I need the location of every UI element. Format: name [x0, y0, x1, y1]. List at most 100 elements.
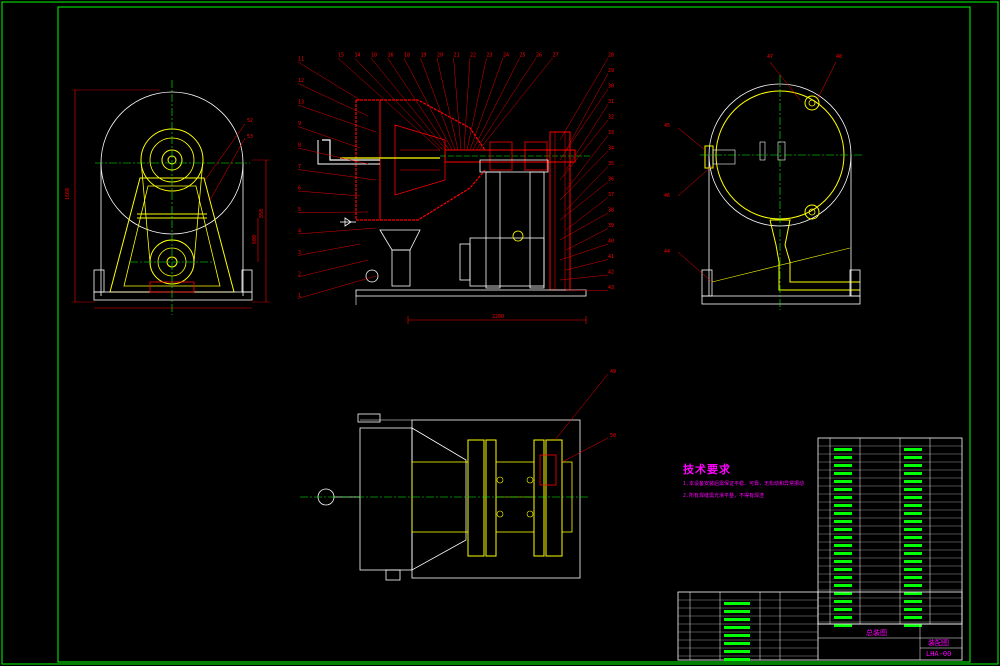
title-block-cell-mark [724, 634, 750, 637]
section-balloon-left-11-leader [297, 61, 361, 101]
title-block-code: LHA-00 [926, 650, 952, 658]
section-balloon-top-25-leader [472, 57, 520, 151]
section-balloon-right-34: 34 [608, 146, 614, 152]
section-balloon-right-37: 37 [608, 192, 614, 198]
section-balloon-left-8-leader [297, 147, 369, 165]
side-port-top [804, 95, 820, 111]
parts-list-cell-mark [904, 544, 922, 547]
parts-list-cell-mark [834, 560, 852, 563]
title-block-sheet: 装配图 [928, 639, 949, 647]
section-balloon-left-3-leader [297, 243, 361, 256]
section-balloon-top-18: 18 [404, 53, 410, 59]
parts-list-cell-mark [904, 496, 922, 499]
parts-list-cell-mark [904, 576, 922, 579]
section-balloon-top-27-leader [478, 57, 553, 151]
section-balloon-right-39: 39 [608, 223, 614, 229]
parts-list-cell-mark [904, 624, 922, 627]
parts-list-cell-mark [904, 616, 922, 619]
section-balloon-top-20-leader [436, 57, 459, 151]
title-block-cell-mark [724, 642, 750, 645]
section-balloon-left-9-leader [297, 126, 361, 149]
section-balloon-right-42-leader [559, 274, 609, 281]
section-balloon-top-16: 16 [388, 53, 394, 59]
section-balloon-right-32: 32 [608, 115, 614, 121]
section-balloon-right-38: 38 [608, 208, 614, 214]
parts-list-cell-mark [834, 504, 852, 507]
parts-list-cell-mark [834, 528, 852, 531]
section-balloon-right-29: 29 [608, 68, 614, 74]
side-balloon-45a: 45 [664, 123, 670, 129]
title-block-name: 总装图 [866, 629, 887, 637]
section-balloon-left-12: 12 [298, 78, 304, 84]
section-balloon-right-39-leader [565, 228, 609, 251]
front-dim-right1: 850 [259, 209, 265, 218]
section-balloon-right-41-leader [565, 259, 609, 271]
parts-list-cell-mark [904, 464, 922, 467]
section-balloon-right-36-leader [559, 181, 609, 221]
section-balloon-right-32-leader [559, 119, 609, 181]
parts-list-cell-mark [834, 512, 852, 515]
parts-list-cell-mark [904, 600, 922, 603]
side-balloon-48: 48 [836, 54, 842, 60]
section-balloon-right-31: 31 [608, 99, 614, 105]
section-balloon-left-5-leader [297, 211, 369, 213]
tech-requirements-title: 技术要求 [683, 463, 731, 476]
parts-list-cell-mark [834, 544, 852, 547]
front-balloon-52: 52 [247, 118, 253, 124]
section-balloon-top-24-leader [469, 57, 504, 151]
parts-list-cell-mark [834, 536, 852, 539]
front-balloon-53: 53 [247, 134, 253, 140]
section-balloon-top-16-leader [387, 57, 450, 151]
section-balloon-top-27: 27 [553, 53, 559, 59]
section-balloon-left-11: 11 [298, 57, 304, 63]
parts-list-cell-mark [834, 616, 852, 619]
section-balloon-left-1: 1 [298, 293, 301, 299]
section-balloon-top-25: 25 [520, 53, 526, 59]
section-balloon-right-33-leader [565, 135, 609, 191]
parts-list-cell-mark [834, 568, 852, 571]
section-balloon-top-14: 14 [355, 53, 361, 59]
plan-balloon-50: 50 [610, 433, 616, 439]
section-balloon-right-36: 36 [608, 177, 614, 183]
section-balloon-right-35: 35 [608, 161, 614, 167]
section-balloon-top-24: 24 [503, 53, 509, 59]
parts-list-cell-mark [834, 624, 852, 627]
parts-list-cell-mark [834, 576, 852, 579]
section-balloon-right-31-leader [565, 104, 609, 171]
title-block-cell-mark [724, 650, 750, 653]
section-balloon-left-1-leader [297, 275, 377, 299]
front-dim-right2: 600 [252, 235, 258, 244]
parts-list-cell-mark [834, 552, 852, 555]
side-port-bottom [804, 204, 820, 220]
section-balloon-left-4-leader [297, 227, 377, 235]
plan-balloon-49: 49 [610, 369, 616, 375]
section-balloon-left-5: 5 [298, 207, 301, 213]
section-balloon-left-8: 8 [298, 143, 301, 149]
section-balloon-top-10-leader [370, 57, 447, 151]
section-balloon-right-38-leader [559, 212, 609, 241]
parts-list-cell-mark [904, 536, 922, 539]
section-balloon-left-7-leader [297, 169, 377, 181]
section-balloon-right-28-leader [559, 57, 609, 141]
parts-list-cell-mark [834, 584, 852, 587]
parts-list-cell-mark [834, 464, 852, 467]
section-leader-lines [297, 57, 609, 299]
section-dim-width: 2200 [492, 314, 504, 320]
parts-list-cell-mark [904, 528, 922, 531]
section-balloon-top-18-leader [403, 57, 453, 151]
parts-list-cell-mark [904, 560, 922, 563]
section-balloon-right-35-leader [565, 166, 609, 211]
parts-list-cell-mark [904, 512, 922, 515]
side-balloon-46: 46 [664, 193, 670, 199]
section-pulley-column [549, 131, 571, 291]
section-balloon-right-37-leader [565, 197, 609, 231]
parts-list-cell-mark [904, 456, 922, 459]
parts-list-table [817, 437, 963, 627]
side-balloon-47: 47 [767, 54, 773, 60]
parts-list-cell-mark [904, 520, 922, 523]
section-balloon-top-14-leader [354, 57, 444, 151]
section-balloon-right-41: 41 [608, 254, 614, 260]
parts-list-cell-mark [834, 456, 852, 459]
